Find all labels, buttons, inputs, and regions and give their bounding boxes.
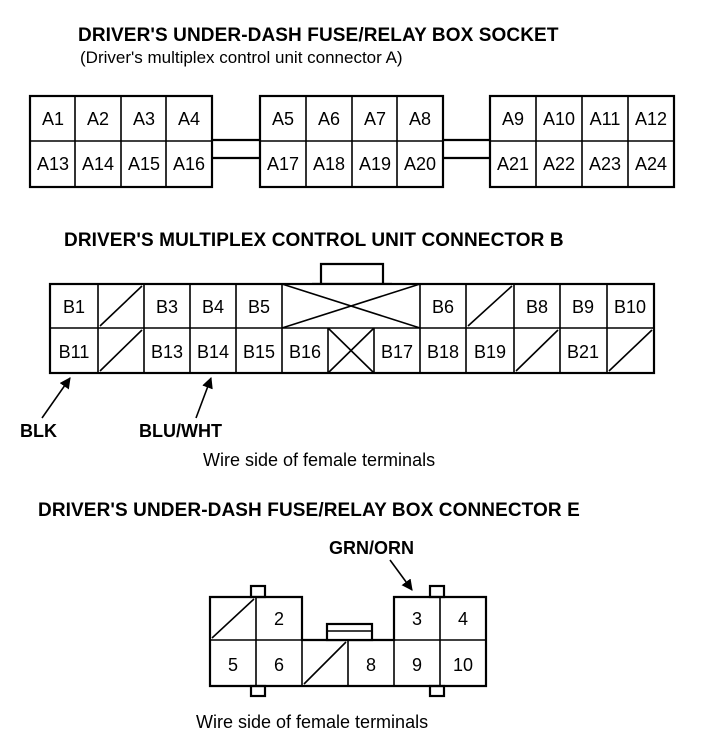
connector-e-title: DRIVER'S UNDER-DASH FUSE/RELAY BOX CONNE…	[38, 500, 580, 521]
connector-b: B1 B3 B4 B5 B6 B8 B9 B10 B11 B13 B14 B15…	[41, 262, 656, 419]
terminal-a17: A17	[267, 154, 299, 174]
terminal-a3: A3	[133, 109, 155, 129]
arrow-blu-wht	[195, 376, 213, 419]
terminal-a7: A7	[364, 109, 386, 129]
terminal-b15: B15	[243, 342, 275, 362]
terminal-b17: B17	[381, 342, 413, 362]
terminal-a10: A10	[543, 109, 575, 129]
terminal-a16: A16	[173, 154, 205, 174]
socket-a-subtitle: (Driver's multiplex control unit connect…	[80, 48, 403, 67]
terminal-e5: 5	[228, 655, 238, 675]
wire-label-grn-orn: GRN/ORN	[329, 538, 414, 558]
terminal-a15: A15	[128, 154, 160, 174]
terminal-a12: A12	[635, 109, 667, 129]
terminal-b3: B3	[156, 297, 178, 317]
connector-e-latch	[325, 622, 374, 642]
terminal-b14: B14	[197, 342, 229, 362]
arrow-blk	[41, 377, 71, 419]
b-empty-20	[515, 329, 559, 372]
terminal-e9: 9	[412, 655, 422, 675]
connector-e-tab-top-left	[249, 584, 267, 599]
terminal-a1: A1	[42, 109, 64, 129]
terminal-a9: A9	[502, 109, 524, 129]
connector-b-latch	[319, 262, 385, 284]
terminal-b4: B4	[202, 297, 224, 317]
b-empty-22	[608, 329, 653, 372]
terminal-a21: A21	[497, 154, 529, 174]
terminal-b11: B11	[59, 342, 90, 362]
terminal-a13: A13	[37, 154, 69, 174]
terminal-a24: A24	[635, 154, 667, 174]
wire-label-blu-wht: BLU/WHT	[139, 421, 222, 441]
terminal-a18: A18	[313, 154, 345, 174]
terminal-b16: B16	[289, 342, 321, 362]
terminal-a19: A19	[359, 154, 391, 174]
connector-b-title: DRIVER'S MULTIPLEX CONTROL UNIT CONNECTO…	[64, 230, 564, 251]
terminal-a11: A11	[590, 109, 621, 129]
b-empty-7	[467, 285, 513, 327]
b-empty-12	[99, 329, 143, 372]
e-empty-1	[211, 598, 255, 639]
socket-a-title: DRIVER'S UNDER-DASH FUSE/RELAY BOX SOCKE…	[78, 25, 559, 46]
e-empty-7	[303, 641, 347, 685]
wire-label-blk: BLK	[20, 421, 57, 441]
b-empty-2	[99, 285, 143, 327]
terminal-b19: B19	[474, 342, 506, 362]
terminal-e6: 6	[274, 655, 284, 675]
terminal-b8: B8	[526, 297, 548, 317]
terminal-a14: A14	[82, 154, 114, 174]
terminal-e10: 10	[453, 655, 473, 675]
terminal-e2: 2	[274, 609, 284, 629]
terminal-a5: A5	[272, 109, 294, 129]
terminal-b18: B18	[427, 342, 459, 362]
terminal-a8: A8	[409, 109, 431, 129]
terminal-b13: B13	[151, 342, 183, 362]
terminal-b1: B1	[63, 297, 85, 317]
terminal-a20: A20	[404, 154, 436, 174]
terminal-a2: A2	[87, 109, 109, 129]
connector-e-tab-top-right	[428, 584, 446, 599]
terminal-b21: B21	[567, 342, 599, 362]
connector-e-tab-bottom-right	[428, 684, 446, 698]
terminal-e4: 4	[458, 609, 468, 629]
connector-e-caption: Wire side of female terminals	[196, 712, 429, 732]
arrow-grn-orn	[389, 559, 413, 591]
terminal-a4: A4	[178, 109, 200, 129]
connector-b-caption: Wire side of female terminals	[203, 450, 436, 470]
terminal-a6: A6	[318, 109, 340, 129]
socket-a: A1 A2 A3 A4 A13 A14 A15 A16 A5 A6 A7 A8 …	[28, 94, 676, 189]
terminal-b10: B10	[614, 297, 646, 317]
terminal-b9: B9	[572, 297, 594, 317]
terminal-e3: 3	[412, 609, 422, 629]
terminal-a22: A22	[543, 154, 575, 174]
terminal-b6: B6	[432, 297, 454, 317]
terminal-b5: B5	[248, 297, 270, 317]
terminal-a23: A23	[589, 154, 621, 174]
connector-e: 2 3 4 5 6 8 9 10	[208, 559, 488, 698]
terminal-e8: 8	[366, 655, 376, 675]
connector-e-tab-bottom-left	[249, 684, 267, 698]
